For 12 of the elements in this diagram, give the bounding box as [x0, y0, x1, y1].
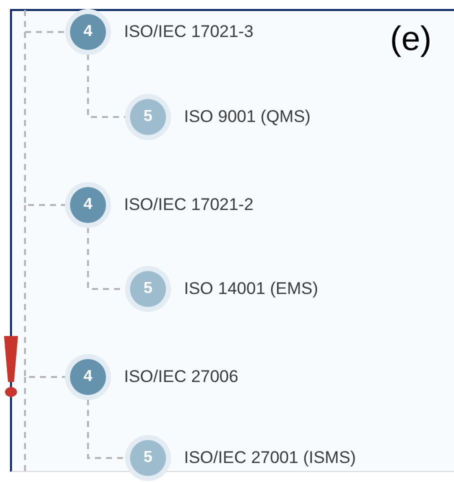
standard-name: ISO/IEC 17021-2 — [124, 196, 254, 213]
dashed-connector — [87, 399, 126, 459]
dashed-connector — [24, 205, 66, 378]
standard-name: ISO/IEC 17021-3 — [124, 23, 254, 40]
standard-name: ISO 9001 (QMS) — [184, 108, 311, 125]
standard-name: ISO/IEC 27006 — [124, 368, 238, 385]
dashed-connector — [24, 10, 66, 33]
panel-label: (e) — [390, 22, 432, 56]
dashed-connector — [87, 54, 126, 118]
standard-name: ISO/IEC 27001 (ISMS) — [184, 449, 356, 466]
standard-name: ISO 14001 (EMS) — [184, 280, 318, 297]
dashed-connector — [24, 32, 66, 206]
